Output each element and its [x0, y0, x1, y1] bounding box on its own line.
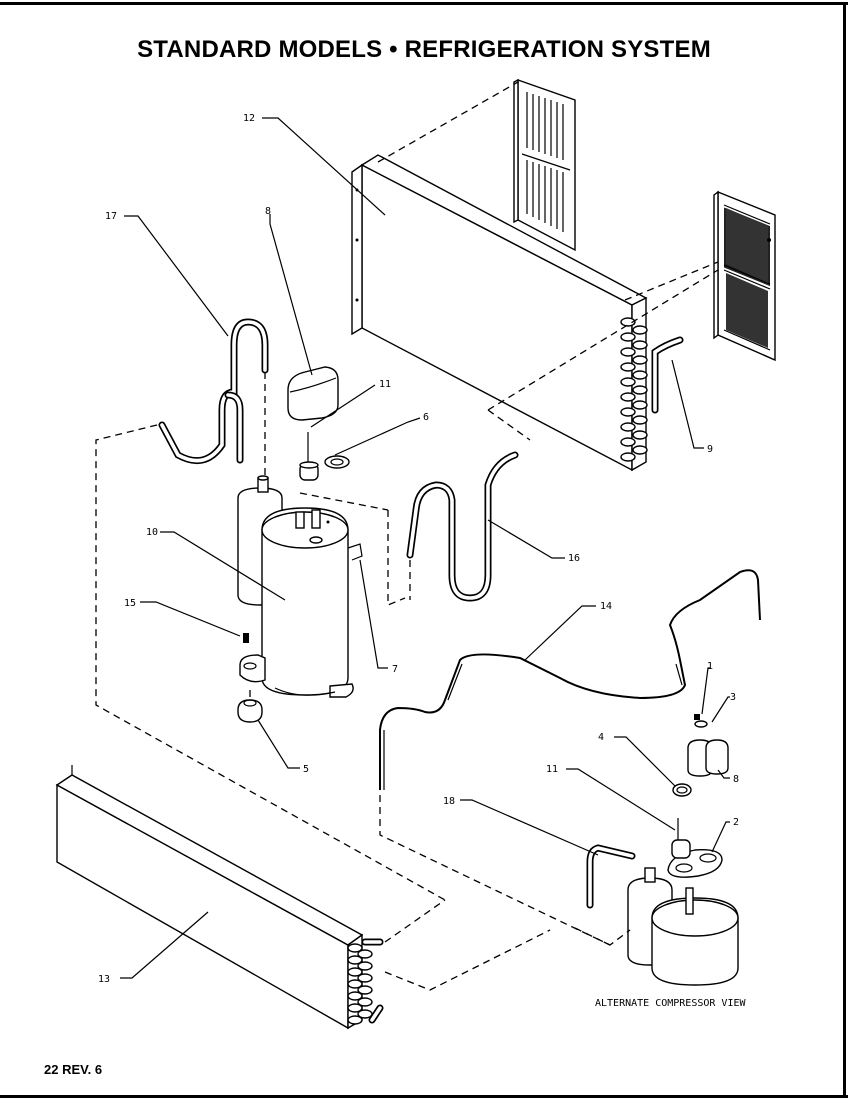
tube-16 — [406, 451, 519, 602]
alternate-compressor — [586, 714, 739, 986]
callout-11-terminal: 11 — [379, 379, 391, 390]
callout-1: 1 — [707, 661, 713, 672]
page-title: STANDARD MODELS • REFRIGERATION SYSTEM — [137, 36, 711, 63]
callout-leader-lines — [120, 117, 730, 979]
callout-12: 12 — [243, 113, 255, 124]
callout-labels: 12 17 8 11 6 9 16 10 15 7 5 14 1 3 4 8 1… — [98, 113, 739, 985]
evaporator-13 — [55, 765, 384, 1030]
tube-17 — [158, 318, 269, 465]
grille-right — [713, 190, 776, 362]
page-footer: 22 REV. 6 — [44, 1062, 103, 1077]
callout-11-alternate: 11 — [546, 764, 558, 775]
condenser-assembly — [351, 154, 648, 472]
compressor-10 — [237, 475, 363, 698]
terminal-11 — [299, 461, 319, 481]
alternate-compressor-view-label: ALTERNATE COMPRESSOR VIEW — [595, 998, 746, 1009]
capillary-tube-14 — [379, 569, 761, 790]
callout-5: 5 — [303, 764, 309, 775]
condenser-coil-bends — [620, 317, 648, 462]
callout-7: 7 — [392, 664, 398, 675]
callout-3: 3 — [730, 692, 736, 703]
callout-18: 18 — [443, 796, 455, 807]
frame-right-border — [843, 2, 846, 1098]
callout-2: 2 — [733, 817, 739, 828]
callout-6: 6 — [423, 412, 429, 423]
callout-16: 16 — [568, 553, 580, 564]
grille-upper — [513, 78, 576, 252]
frame-top-border — [0, 2, 848, 5]
callout-9: 9 — [707, 444, 713, 455]
tube-9 — [651, 336, 684, 414]
overload-cover-8 — [287, 366, 339, 421]
callout-10: 10 — [146, 527, 158, 538]
callout-8-overload-cover: 8 — [265, 206, 271, 217]
callout-14: 14 — [600, 601, 612, 612]
screw-15 — [243, 633, 249, 643]
evaporator-coil-bends — [347, 943, 373, 1025]
callout-13: 13 — [98, 974, 110, 985]
callout-4: 4 — [598, 732, 604, 743]
callout-15: 15 — [124, 598, 136, 609]
overload-6 — [324, 455, 350, 469]
callout-17: 17 — [105, 211, 117, 222]
grommet-5 — [237, 699, 263, 723]
callout-8-alternate: 8 — [733, 774, 739, 785]
frame-bottom-border — [0, 1095, 848, 1098]
